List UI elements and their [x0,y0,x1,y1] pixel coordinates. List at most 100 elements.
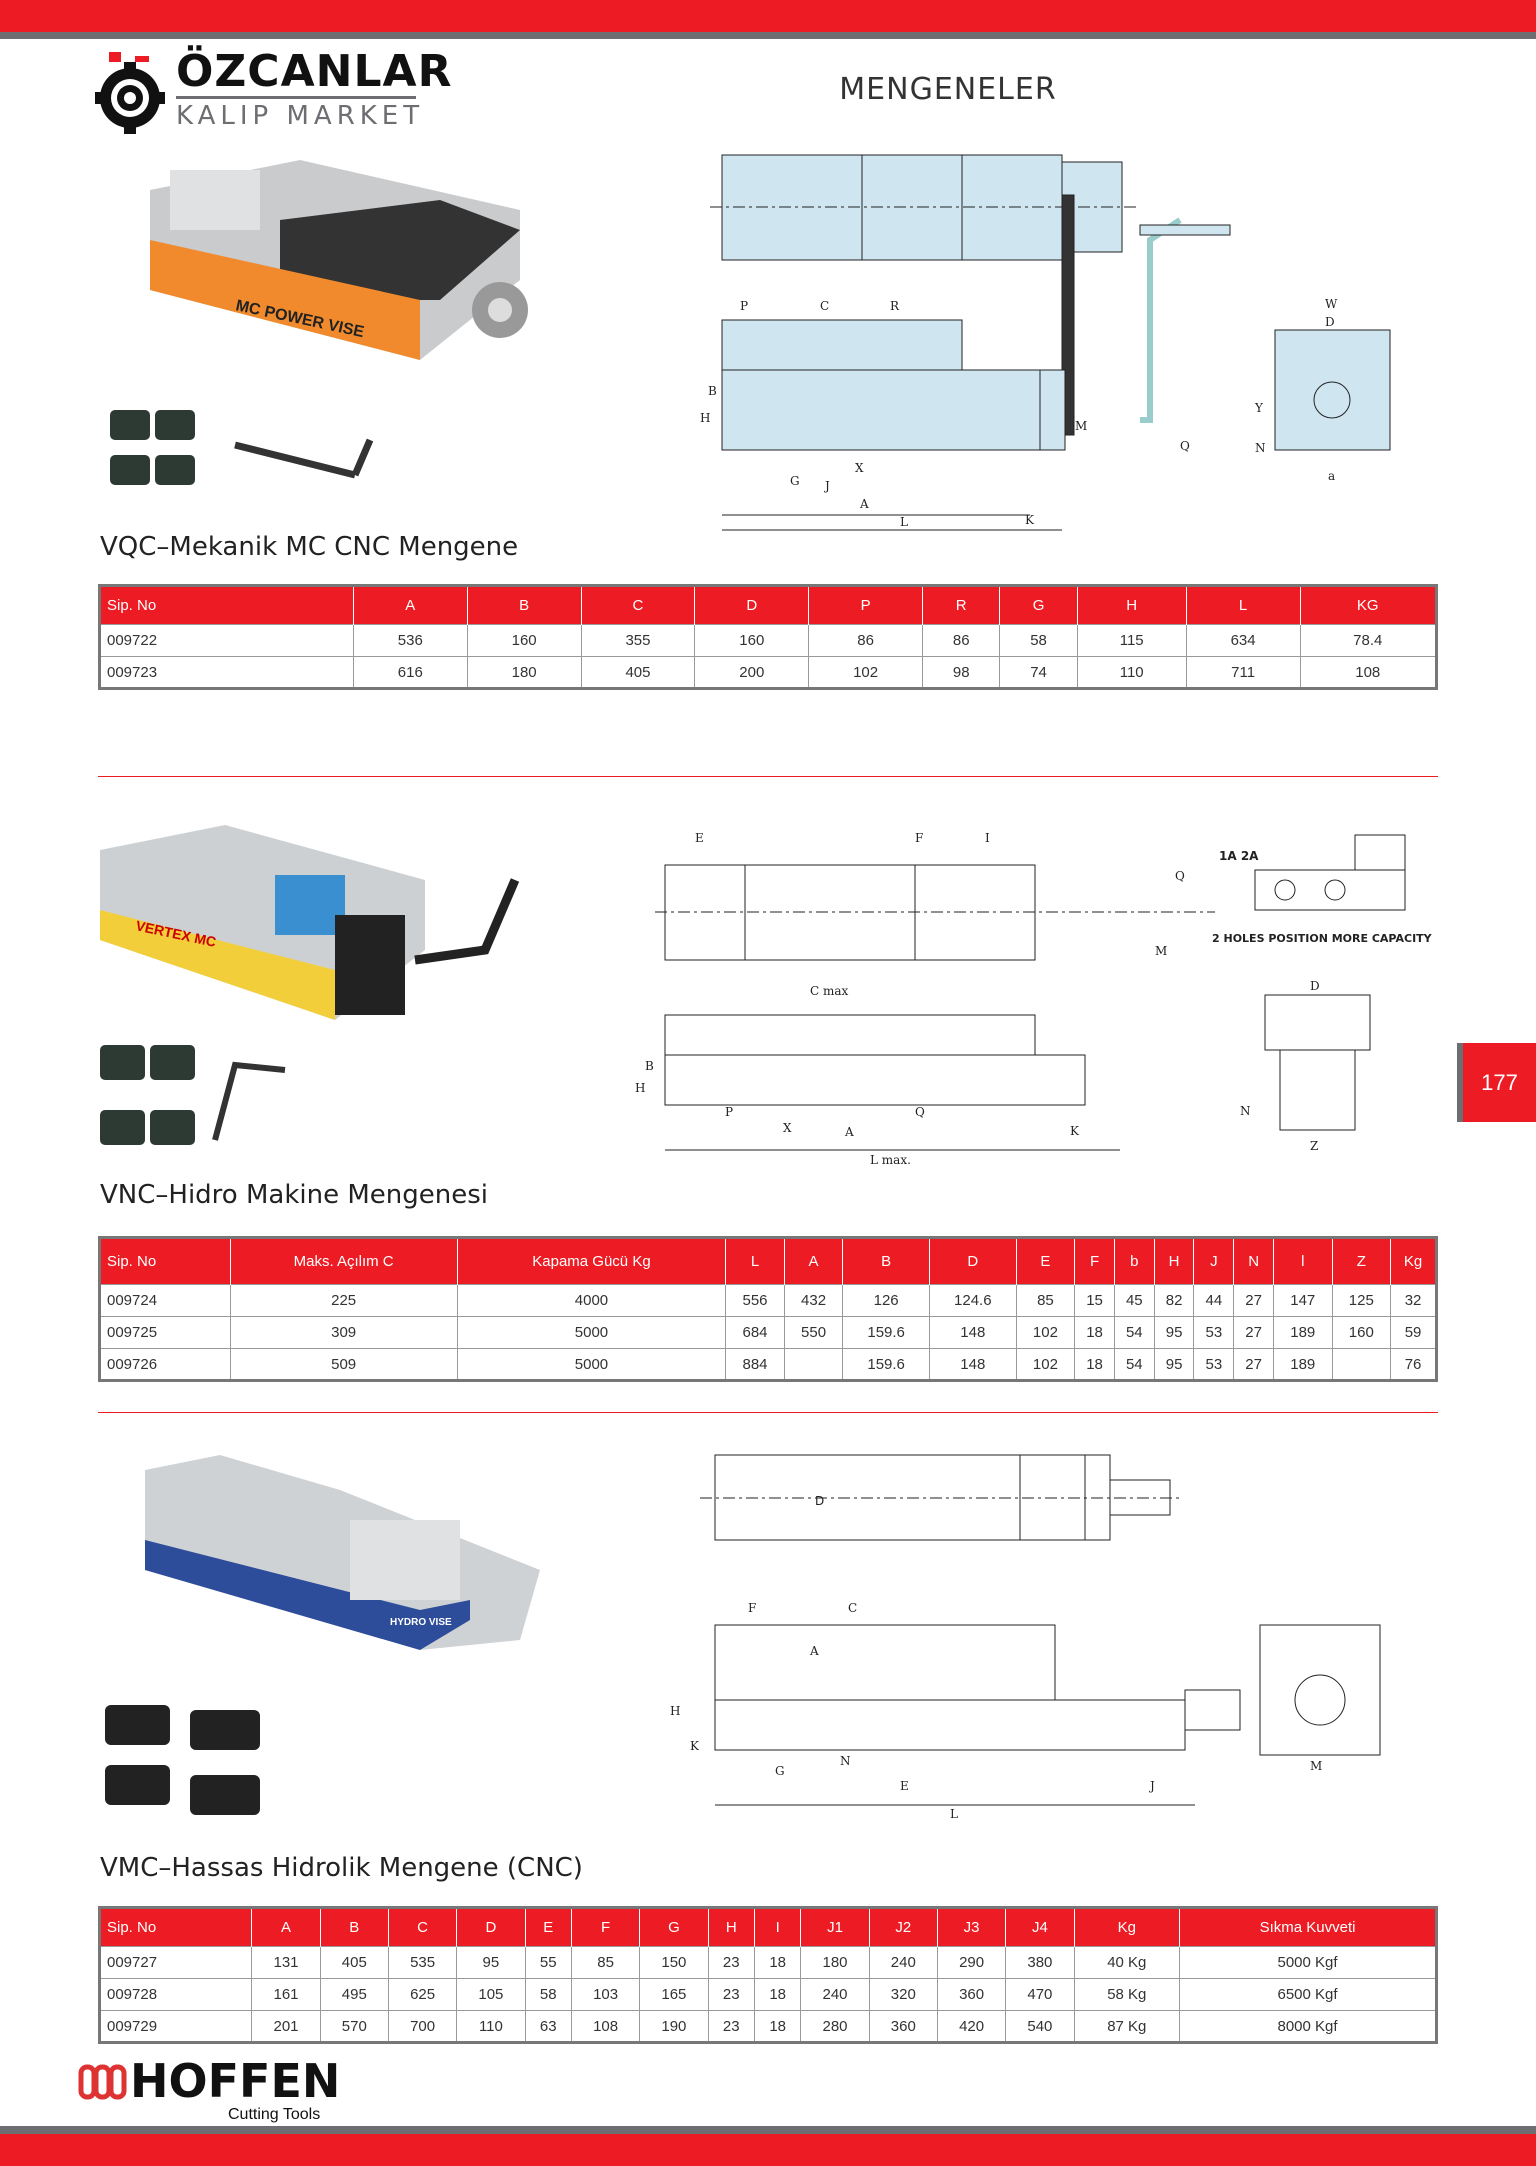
column-header: P [808,585,924,625]
table-cell: 4000 [456,1284,727,1317]
table-cell: 6500 Kgf [1179,1978,1437,2011]
table-cell: 86 [808,624,924,657]
svg-text:D: D [1325,315,1335,329]
column-header: A [251,1907,321,1947]
svg-text:H: H [635,1081,645,1095]
svg-text:Q: Q [1180,439,1190,453]
accessories-jaws-handle [110,410,374,485]
svg-text:C: C [820,299,829,313]
table-cell: 27 [1233,1316,1274,1349]
svg-text:Y: Y [1254,401,1264,415]
table-cell: 432 [783,1284,844,1317]
svg-text:A: A [859,497,869,511]
svg-text:1A 2A: 1A 2A [1219,849,1259,863]
photo-label: HYDRO VISE [390,1617,452,1628]
svg-text:N: N [1240,1104,1251,1118]
svg-text:A: A [844,1125,854,1139]
table-cell: 405 [319,1946,389,1979]
brand-name: ÖZCANLAR [176,46,453,97]
column-header: R [922,585,1001,625]
column-header: G [639,1907,709,1947]
table-cell: 711 [1185,656,1301,689]
table-cell: 18 [753,1978,802,2011]
table-cell: 380 [1005,1946,1075,1979]
table-cell [1331,1348,1392,1381]
column-header: H [1077,585,1187,625]
table-cell: 102 [1015,1348,1076,1381]
column-header: E [525,1907,572,1947]
table-cell: 309 [229,1316,458,1349]
svg-text:G: G [790,474,800,488]
table-cell: 23 [707,1978,755,2011]
svg-text:E: E [695,831,704,845]
svg-text:W: W [1325,297,1338,311]
table-cell: 290 [936,1946,1007,1979]
svg-text:a: a [1328,469,1335,483]
table-cell: 160 [466,624,582,657]
table-cell: 8000 Kgf [1179,2010,1437,2043]
column-header: J2 [869,1907,938,1947]
table-cell: 23 [707,2010,755,2043]
column-header: G [999,585,1078,625]
column-header: B [842,1237,930,1285]
table-cell: 148 [928,1348,1017,1381]
svg-text:Z: Z [1310,1139,1318,1153]
table-cell: 23 [707,1946,755,1979]
table-cell: 180 [800,1946,870,1979]
table-cell: 110 [1076,656,1187,689]
table-cell: 535 [387,1946,458,1979]
table-cell: 53 [1193,1348,1235,1381]
svg-text:F: F [915,831,923,845]
table-cell: 32 [1390,1284,1437,1317]
table-cell: 63 [524,2010,572,2043]
svg-text:A: A [809,1644,819,1658]
brand-divider [176,96,416,99]
accessories-jaws [105,1705,260,1815]
column-header: J4 [1005,1907,1075,1947]
table-cell: 87 Kg [1073,2010,1181,2043]
table-cell: 280 [800,2010,870,2043]
table-cell: 360 [868,2010,938,2043]
table-cell: 189 [1273,1348,1333,1381]
svg-text:L: L [900,515,908,529]
table-cell: 161 [251,1978,321,2011]
bottom-red-bar [0,2134,1536,2166]
table-cell: 165 [639,1978,709,2011]
svg-text:Q: Q [915,1105,925,1119]
svg-text:X: X [783,1121,792,1135]
table-cell: 86 [922,624,1001,657]
table-cell: 45 [1113,1284,1155,1317]
column-header: b [1114,1237,1155,1285]
table-cell: 009723 [99,656,354,689]
svg-text:M: M [1075,419,1087,433]
column-header: F [571,1907,641,1947]
column-header: C [581,585,696,625]
table-cell: 58 Kg [1073,1978,1181,2011]
column-header: Sıkma Kuvveti [1179,1907,1437,1947]
table-cell: 160 [1331,1316,1392,1349]
table-cell: 95 [1153,1316,1195,1349]
column-header: Sip. No [99,1237,231,1285]
table-cell: 190 [639,2010,709,2043]
table-cell: 200 [694,656,810,689]
table-cell: 550 [783,1316,844,1349]
table-cell: 625 [387,1978,458,2011]
column-header: J [1193,1237,1235,1285]
column-header: C [388,1907,458,1947]
table-cell: 131 [251,1946,321,1979]
svg-text:C max: C max [810,984,849,998]
table-cell: 616 [352,656,468,689]
table-cell: 420 [936,2010,1007,2043]
table-cell: 495 [319,1978,389,2011]
table-cell: 54 [1113,1348,1155,1381]
column-header: Kapama Gücü Kg [457,1237,727,1285]
table-cell: 540 [1005,2010,1075,2043]
column-header: H [708,1907,755,1947]
column-header: E [1016,1237,1076,1285]
svg-text:F: F [748,1601,756,1615]
svg-text:N: N [840,1754,851,1768]
table-cell: 150 [639,1946,709,1979]
table-cell: 18 [753,1946,802,1979]
svg-text:H: H [700,411,710,425]
